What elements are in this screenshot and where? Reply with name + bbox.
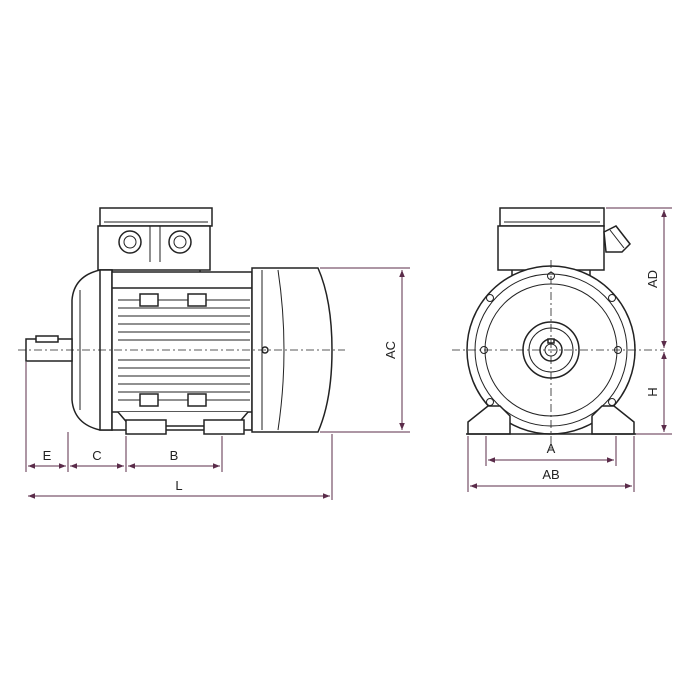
front-view: AD H A AB <box>452 207 672 492</box>
dim-E: E <box>25 362 69 472</box>
dim-label-H: H <box>645 387 660 396</box>
dim-C: C <box>70 436 127 472</box>
dim-label-L: L <box>175 478 182 493</box>
dim-A: A <box>485 436 617 466</box>
side-stator-body <box>111 271 253 435</box>
side-view: E C B L AC <box>18 207 410 500</box>
dim-L: L <box>28 434 333 500</box>
dim-label-AD: AD <box>645 270 660 288</box>
dim-B: B <box>128 436 223 472</box>
dim-AD: AD <box>606 207 672 348</box>
dim-label-A: A <box>547 441 556 456</box>
dim-label-AB: AB <box>542 467 559 482</box>
dim-label-B: B <box>170 448 179 463</box>
dim-label-C: C <box>92 448 101 463</box>
dim-label-AC: AC <box>383 341 398 359</box>
dim-AC: AC <box>320 267 410 433</box>
dim-AB: AB <box>467 436 635 492</box>
dim-label-E: E <box>43 448 52 463</box>
side-terminal-box <box>97 207 213 288</box>
front-feet <box>466 405 636 435</box>
side-shaft <box>25 335 73 362</box>
dim-H: H <box>636 352 672 435</box>
